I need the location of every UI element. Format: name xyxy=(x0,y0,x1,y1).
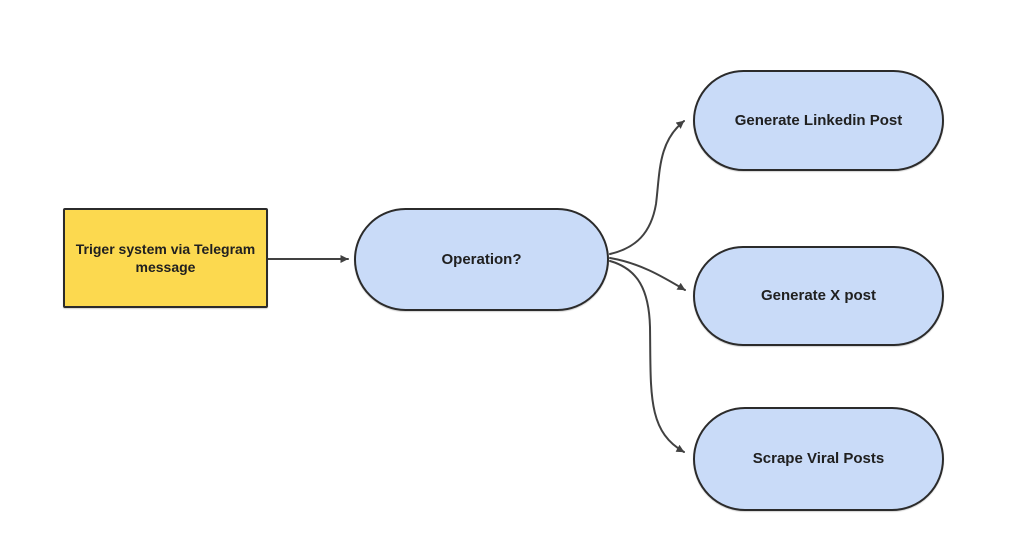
node-generate-x[interactable]: Generate X post xyxy=(693,246,944,346)
edge-operation-to-linkedin xyxy=(609,120,685,255)
node-operation-label: Operation? xyxy=(441,250,522,268)
node-scrape-viral[interactable]: Scrape Viral Posts xyxy=(693,407,944,511)
edge-operation-to-xpost xyxy=(609,257,686,291)
node-trigger-telegram-label: Triger system via Telegram message xyxy=(75,240,256,275)
node-trigger-telegram[interactable]: Triger system via Telegram message xyxy=(63,208,268,308)
node-scrape-viral-label: Scrape Viral Posts xyxy=(752,450,885,468)
node-generate-linkedin-label: Generate Linkedin Post xyxy=(734,111,903,129)
node-operation[interactable]: Operation? xyxy=(354,208,609,311)
edge-operation-to-scrape xyxy=(609,260,685,453)
node-generate-linkedin[interactable]: Generate Linkedin Post xyxy=(693,70,944,171)
node-generate-x-label: Generate X post xyxy=(760,287,877,305)
